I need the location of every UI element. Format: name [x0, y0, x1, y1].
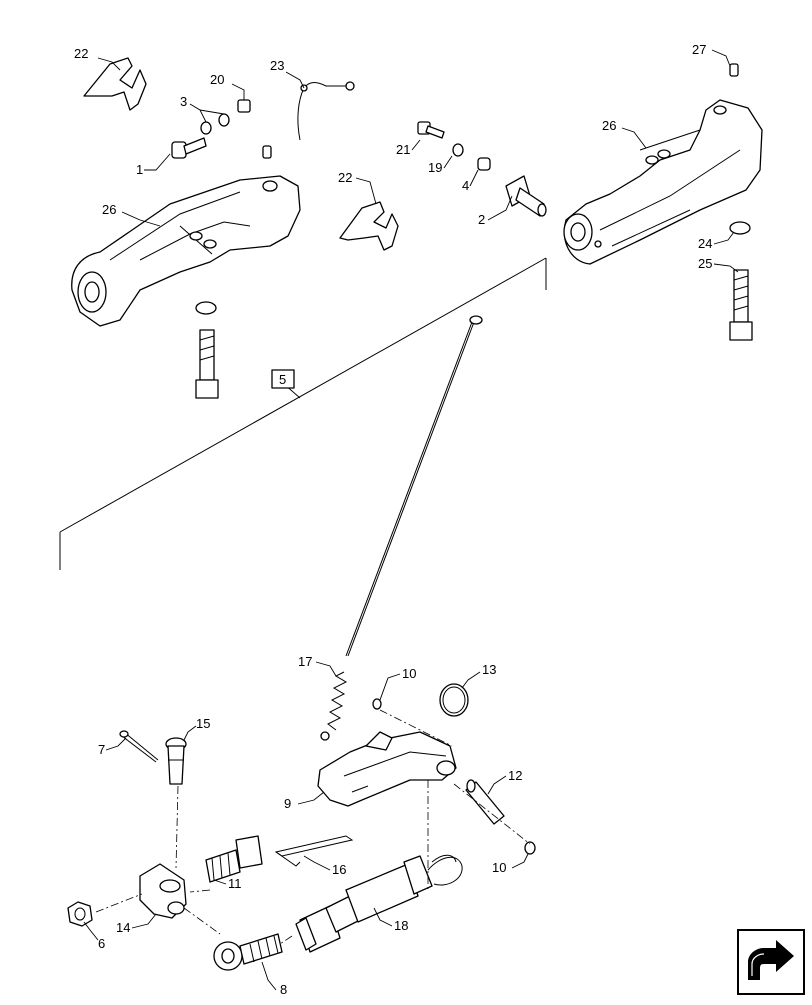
washers-3 [200, 113, 230, 135]
callout-2: 2 [478, 212, 485, 227]
callout-leaders [83, 49, 739, 991]
callout-10-top: 10 [402, 666, 416, 681]
callout-5: 5 [279, 372, 286, 387]
cotter-pin-7 [119, 730, 159, 763]
snap-ring-10-top [372, 698, 382, 710]
snap-ring-10-bottom [524, 841, 536, 855]
callout-18: 18 [394, 918, 408, 933]
callout-labels: 22 23 20 3 1 26 22 21 19 4 2 27 26 24 25… [74, 42, 712, 997]
callout-17: 17 [298, 654, 312, 669]
callout-1: 1 [136, 162, 143, 177]
callout-8: 8 [280, 982, 287, 997]
lift-arm-26-right [563, 99, 763, 265]
latch-hook-9 [317, 731, 457, 807]
callout-24: 24 [698, 236, 712, 251]
callout-19: 19 [428, 160, 442, 175]
callout-9: 9 [284, 796, 291, 811]
spring-clip-16 [274, 835, 354, 867]
callout-26-right: 26 [602, 118, 616, 133]
callout-14: 14 [116, 920, 130, 935]
bolt-1 [171, 137, 207, 159]
nut-20 [237, 99, 251, 113]
bracket-22-center [339, 201, 399, 251]
callout-3: 3 [180, 94, 187, 109]
bolt-25-left [195, 329, 219, 399]
o-ring-13 [439, 683, 469, 717]
callout-23: 23 [270, 58, 284, 73]
pin-27 [729, 63, 739, 77]
callout-20: 20 [210, 72, 224, 87]
pivot-pin-2 [505, 175, 547, 217]
bolt-25 [729, 269, 753, 341]
cable-23 [297, 81, 355, 141]
callout-22-center: 22 [338, 170, 352, 185]
washer-19 [452, 143, 464, 157]
group-bracket-5 [59, 257, 547, 570]
next-page-arrow-icon[interactable] [737, 929, 805, 995]
pin-12 [465, 779, 505, 825]
callout-16: 16 [332, 862, 346, 877]
nut-6 [67, 901, 93, 927]
bracket-22-left [83, 57, 147, 111]
washer-24 [729, 221, 751, 235]
callout-15: 15 [196, 716, 210, 731]
callout-10-bottom: 10 [492, 860, 506, 875]
eye-bolt-8 [213, 933, 283, 971]
hydraulic-cylinder-18 [295, 854, 463, 953]
rod-17 [345, 315, 483, 657]
washer-24-left [195, 301, 217, 315]
lift-arm-26-left [71, 175, 301, 327]
callout-7: 7 [98, 742, 105, 757]
callout-26-left: 26 [102, 202, 116, 217]
callout-25: 25 [698, 256, 712, 271]
callout-12: 12 [508, 768, 522, 783]
bushing-4 [477, 157, 491, 171]
callout-6: 6 [98, 936, 105, 951]
callout-22: 22 [74, 46, 88, 61]
callout-21: 21 [396, 142, 410, 157]
clevis-14 [139, 863, 187, 919]
callout-13: 13 [482, 662, 496, 677]
spring-17 [320, 671, 348, 741]
bolt-21 [417, 121, 445, 139]
callout-4: 4 [462, 178, 469, 193]
clevis-pin-15 [165, 737, 187, 785]
bolt-11 [205, 835, 263, 883]
callout-11: 11 [228, 876, 242, 891]
pin-27-left [262, 145, 272, 159]
callout-27: 27 [692, 42, 706, 57]
assembly-centerlines [95, 709, 531, 945]
